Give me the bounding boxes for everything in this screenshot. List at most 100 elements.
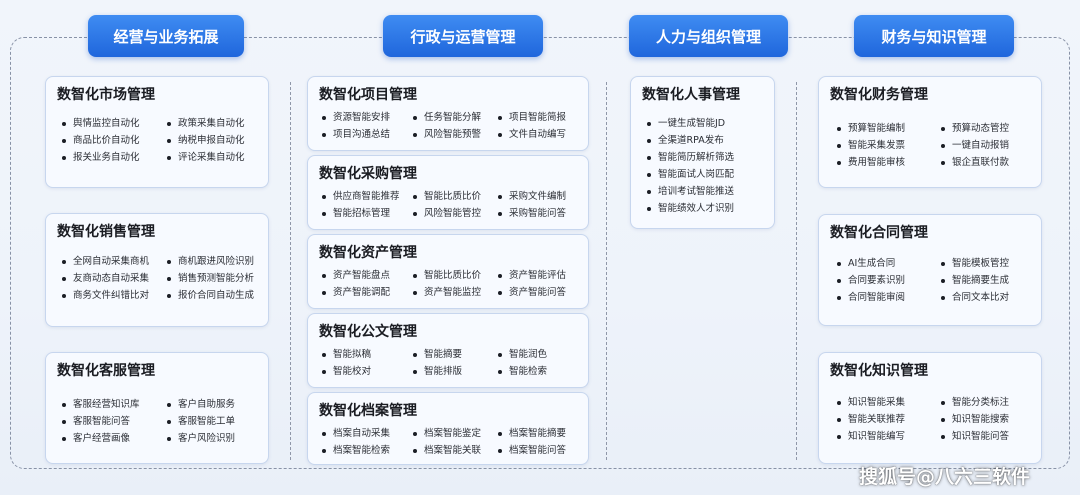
list-item: 报价合同自动生成: [167, 287, 254, 304]
list-item: AI生成合同: [837, 255, 905, 272]
list-item: 智能摘要生成: [941, 272, 1009, 289]
item-list-right: 智能分类标注 知识智能搜索 知识智能问答: [941, 394, 1009, 445]
card-service-management: 数智化客服管理 客服经营知识库 客服智能问答 客户经营画像 客户自助服务 客服智…: [45, 352, 269, 464]
item-list-col3: 档案智能摘要 档案智能问答: [498, 425, 566, 459]
list-item: 采购智能问答: [498, 205, 566, 222]
list-item: 智能采集发票: [837, 137, 905, 154]
list-item: 资产智能调配: [322, 284, 390, 301]
header-admin-operations: 行政与运营管理: [383, 15, 543, 57]
card-asset-management: 数智化资产管理 资产智能盘点 资产智能调配 智能比质比价 资产智能监控 资产智能…: [307, 234, 589, 309]
item-list-col3: 资产智能评估 资产智能问答: [498, 267, 566, 301]
list-item: 合同要素识别: [837, 272, 905, 289]
list-item: 智能校对: [322, 363, 371, 380]
list-item: 资产智能评估: [498, 267, 566, 284]
list-item: 智能润色: [498, 346, 547, 363]
list-item: 项目沟通总结: [322, 126, 390, 143]
item-list-col3: 项目智能简报 文件自动编写: [498, 109, 566, 143]
list-item: 知识智能编写: [837, 428, 905, 445]
list-item: 商品比价自动化: [62, 132, 140, 149]
list-item: 项目智能简报: [498, 109, 566, 126]
header-business-expansion: 经营与业务拓展: [88, 15, 244, 57]
item-list-left: 预算智能编制 智能采集发票 费用智能审核: [837, 120, 905, 171]
list-item: 智能分类标注: [941, 394, 1009, 411]
item-list-col2: 任务智能分解 风险智能预警: [413, 109, 481, 143]
card-hr-management: 数智化人事管理 一键生成智能JD 全渠道RPA发布 智能简历解析筛选 智能面试人…: [630, 76, 775, 229]
list-item: 档案智能检索: [322, 442, 390, 459]
list-item: 全网自动采集商机: [62, 253, 149, 270]
item-list-right: 智能模板管控 智能摘要生成 合同文本比对: [941, 255, 1009, 306]
list-item: 档案智能问答: [498, 442, 566, 459]
list-item: 一键生成智能JD: [647, 115, 734, 132]
list-item: 培训考试智能推送: [647, 183, 734, 200]
list-item: 智能简历解析筛选: [647, 149, 734, 166]
item-list-col2: 智能比质比价 资产智能监控: [413, 267, 481, 301]
list-item: 商务文件纠错比对: [62, 287, 149, 304]
list-item: 资产智能问答: [498, 284, 566, 301]
card-title: 数智化人事管理: [642, 87, 740, 103]
list-item: 资产智能盘点: [322, 267, 390, 284]
list-item: 档案智能关联: [413, 442, 481, 459]
card-title: 数智化资产管理: [319, 245, 417, 261]
list-item: 一键自动报销: [941, 137, 1009, 154]
list-item: 客服智能工单: [167, 413, 235, 430]
card-sales-management: 数智化销售管理 全网自动采集商机 友商动态自动采集 商务文件纠错比对 商机跟进风…: [45, 213, 269, 327]
list-item: 智能排版: [413, 363, 462, 380]
column-divider: [796, 82, 797, 460]
list-item: 预算动态管控: [941, 120, 1009, 137]
card-market-management: 数智化市场管理 舆情监控自动化 商品比价自动化 报关业务自动化 政策采集自动化 …: [45, 76, 269, 188]
list-item: 合同智能审阅: [837, 289, 905, 306]
card-archive-management: 数智化档案管理 档案自动采集 档案智能检索 档案智能鉴定 档案智能关联 档案智能…: [307, 392, 589, 465]
list-item: 资源智能安排: [322, 109, 390, 126]
card-title: 数智化知识管理: [830, 363, 928, 379]
list-item: 智能面试人岗匹配: [647, 166, 734, 183]
item-list-left: 全网自动采集商机 友商动态自动采集 商务文件纠错比对: [62, 253, 149, 304]
card-title: 数智化销售管理: [57, 224, 155, 240]
list-item: 智能绩效人才识别: [647, 200, 734, 217]
card-title: 数智化财务管理: [830, 87, 928, 103]
list-item: 任务智能分解: [413, 109, 481, 126]
list-item: 智能招标管理: [322, 205, 400, 222]
list-item: 银企直联付款: [941, 154, 1009, 171]
list-item: 客户风险识别: [167, 430, 235, 447]
list-item: 政策采集自动化: [167, 115, 245, 132]
list-item: 风险智能管控: [413, 205, 481, 222]
item-list-col3: 采购文件编制 采购智能问答: [498, 188, 566, 222]
item-list-right: 客户自助服务 客服智能工单 客户风险识别: [167, 396, 235, 447]
list-item: 供应商智能推荐: [322, 188, 400, 205]
item-list-col1: 供应商智能推荐 智能招标管理: [322, 188, 400, 222]
list-item: 档案智能鉴定: [413, 425, 481, 442]
list-item: 客服智能问答: [62, 413, 140, 430]
card-knowledge-management: 数智化知识管理 知识智能采集 智能关联推荐 知识智能编写 智能分类标注 知识智能…: [818, 352, 1042, 464]
list-item: 费用智能审核: [837, 154, 905, 171]
list-item: 友商动态自动采集: [62, 270, 149, 287]
card-document-management: 数智化公文管理 智能拟稿 智能校对 智能摘要 智能排版 智能润色 智能检索: [307, 313, 589, 388]
list-item: 知识智能问答: [941, 428, 1009, 445]
item-list-left: AI生成合同 合同要素识别 合同智能审阅: [837, 255, 905, 306]
item-list-left: 舆情监控自动化 商品比价自动化 报关业务自动化: [62, 115, 140, 166]
card-finance-management: 数智化财务管理 预算智能编制 智能采集发票 费用智能审核 预算动态管控 一键自动…: [818, 76, 1042, 188]
list-item: 资产智能监控: [413, 284, 481, 301]
header-finance-knowledge: 财务与知识管理: [854, 15, 1014, 57]
card-title: 数智化公文管理: [319, 324, 417, 340]
card-title: 数智化档案管理: [319, 403, 417, 419]
item-list: 一键生成智能JD 全渠道RPA发布 智能简历解析筛选 智能面试人岗匹配 培训考试…: [647, 115, 734, 217]
item-list-col1: 资产智能盘点 资产智能调配: [322, 267, 390, 301]
card-contract-management: 数智化合同管理 AI生成合同 合同要素识别 合同智能审阅 智能模板管控 智能摘要…: [818, 214, 1042, 326]
item-list-left: 知识智能采集 智能关联推荐 知识智能编写: [837, 394, 905, 445]
list-item: 舆情监控自动化: [62, 115, 140, 132]
column-divider: [606, 82, 607, 460]
list-item: 全渠道RPA发布: [647, 132, 734, 149]
item-list-col2: 智能比质比价 风险智能管控: [413, 188, 481, 222]
list-item: 智能检索: [498, 363, 547, 380]
watermark: 搜狐号@八六三软件: [858, 466, 1030, 488]
card-title: 数智化项目管理: [319, 87, 417, 103]
card-purchase-management: 数智化采购管理 供应商智能推荐 智能招标管理 智能比质比价 风险智能管控 采购文…: [307, 155, 589, 230]
list-item: 智能摘要: [413, 346, 462, 363]
item-list-col1: 智能拟稿 智能校对: [322, 346, 371, 380]
list-item: 智能比质比价: [413, 188, 481, 205]
card-title: 数智化市场管理: [57, 87, 155, 103]
list-item: 采购文件编制: [498, 188, 566, 205]
item-list-right: 预算动态管控 一键自动报销 银企直联付款: [941, 120, 1009, 171]
list-item: 评论采集自动化: [167, 149, 245, 166]
item-list-left: 客服经营知识库 客服智能问答 客户经营画像: [62, 396, 140, 447]
